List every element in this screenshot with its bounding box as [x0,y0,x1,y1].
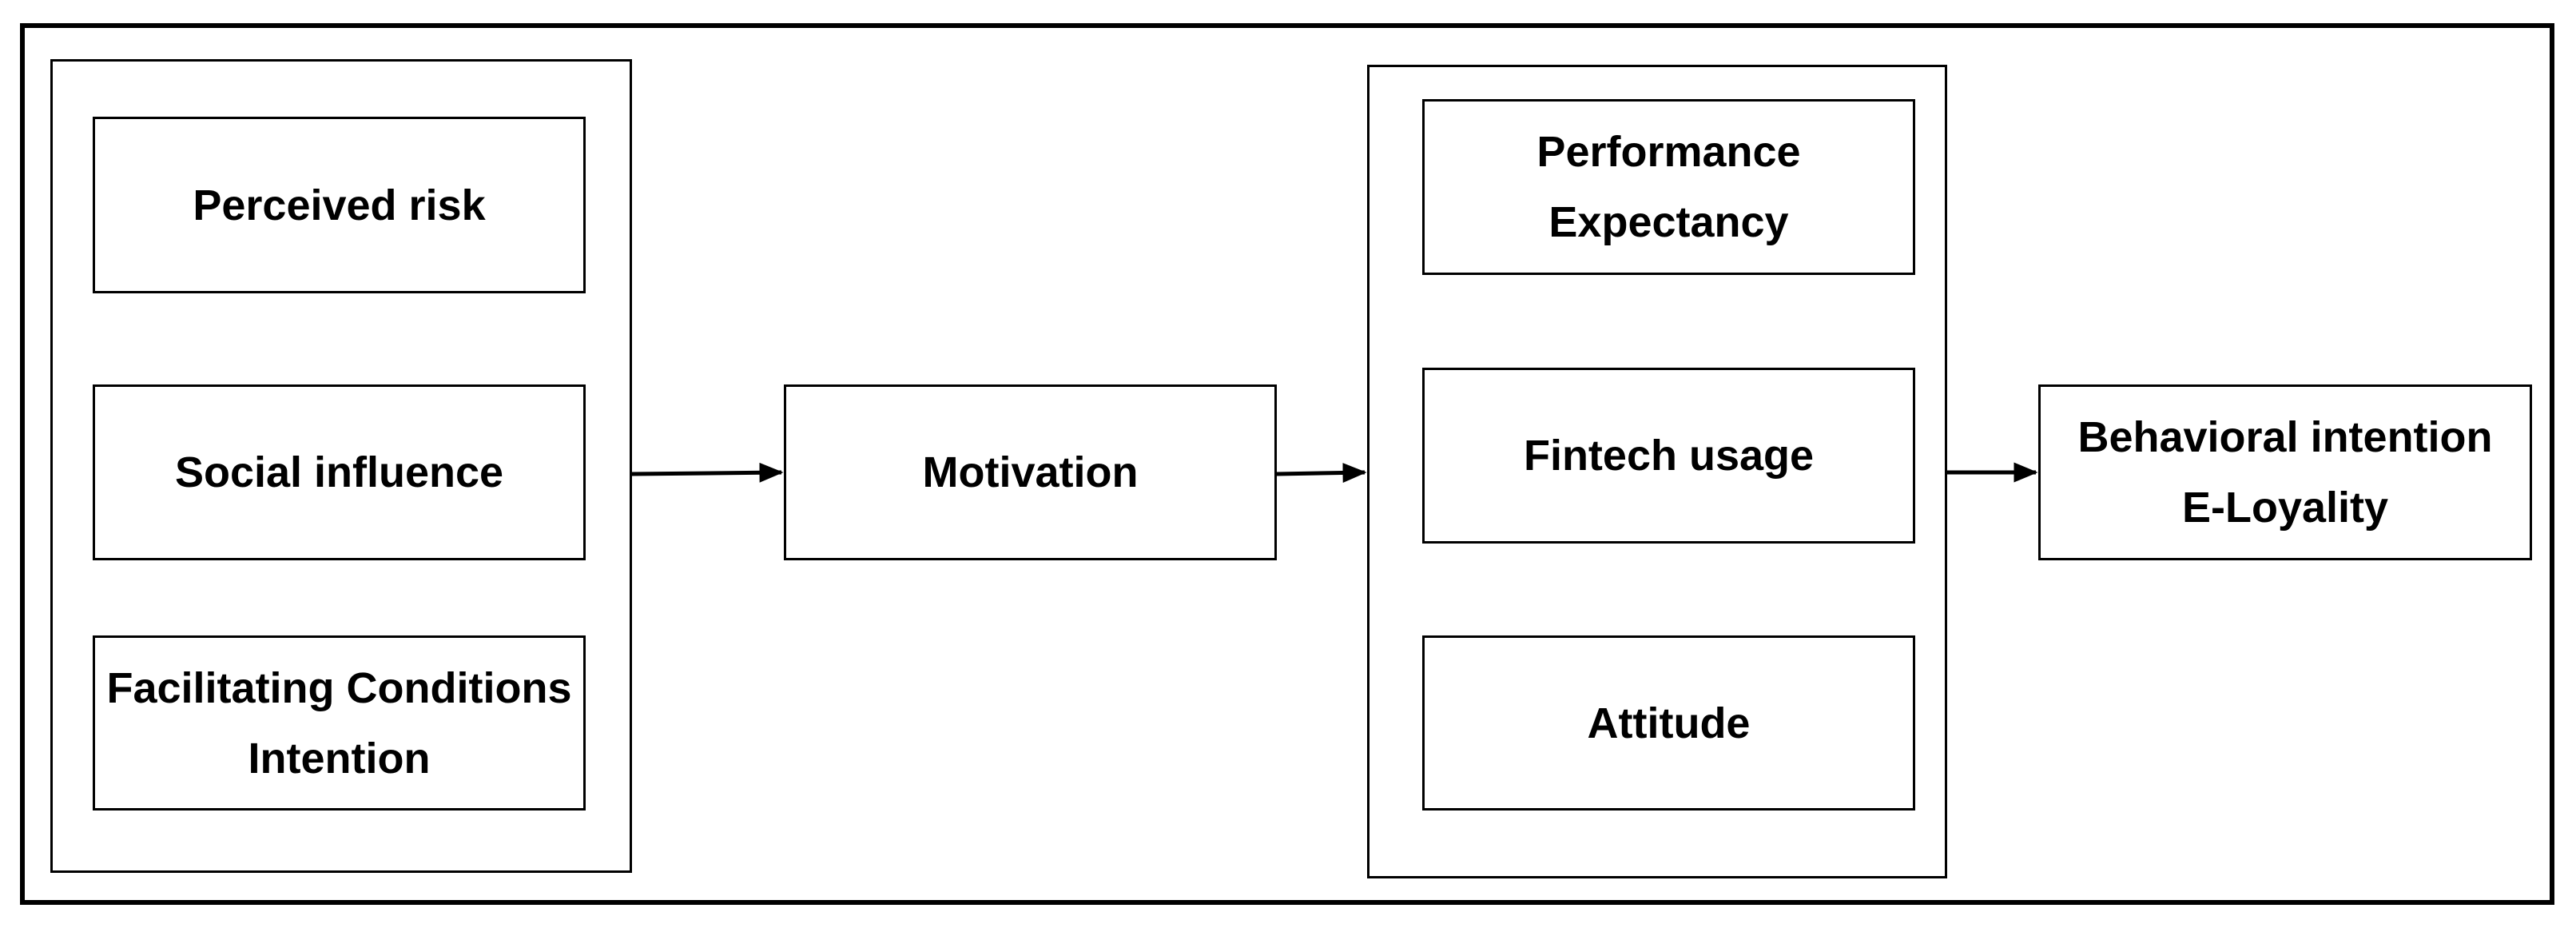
node-facilitating-conditions-line-2: Intention [248,734,431,783]
node-performance-expectancy-line-1: Performance [1536,128,1801,176]
right-outcome-group [1367,65,1947,878]
node-facilitating-conditions: Facilitating Conditions Intention [93,635,586,811]
node-social-influence: Social influence [93,384,586,560]
node-attitude-label: Attitude [1587,699,1751,747]
node-fintech-usage-label: Fintech usage [1523,432,1815,480]
node-motivation: Motivation [784,384,1277,560]
node-fintech-usage: Fintech usage [1422,368,1915,544]
node-motivation-label: Motivation [922,448,1139,496]
diagram-frame [20,23,2554,905]
arrow-left-group-to-motivation [631,462,784,483]
node-social-influence-label: Social influence [174,448,504,496]
node-facilitating-conditions-line-1: Facilitating Conditions [106,663,572,712]
node-behavioral-intention: Behavioral intention E-Loyality [2038,384,2532,560]
arrow-motivation-to-right-group [1276,463,1367,483]
node-performance-expectancy: Performance Expectancy [1422,99,1915,275]
node-behavioral-intention-line-1: Behavioral intention [2077,413,2493,461]
node-performance-expectancy-line-2: Expectancy [1548,198,1789,246]
node-perceived-risk: Perceived risk [93,117,586,293]
node-attitude: Attitude [1422,635,1915,811]
node-perceived-risk-label: Perceived risk [193,181,486,229]
left-factor-group [50,59,632,873]
node-behavioral-intention-line-2: E-Loyality [2181,484,2389,532]
